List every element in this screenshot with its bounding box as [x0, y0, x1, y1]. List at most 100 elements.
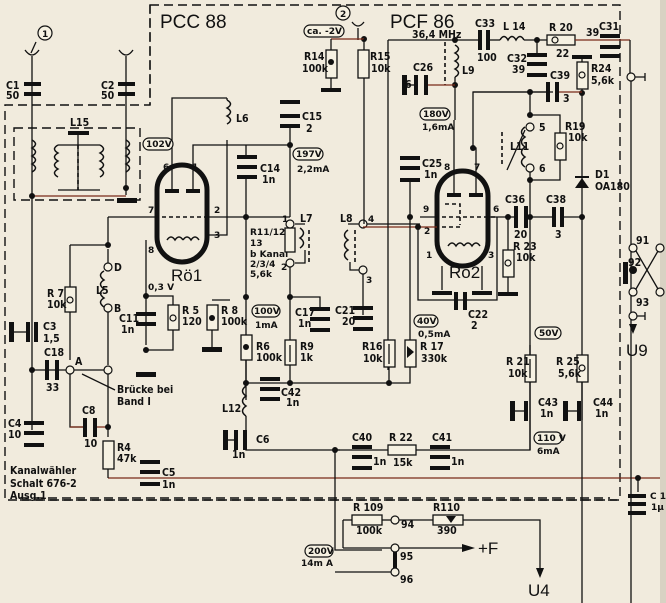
capacitor-c33: C33 100	[475, 18, 497, 64]
resistor-r14: R14 100k	[302, 49, 341, 92]
inductor-l9: L9	[444, 42, 475, 120]
resistor-r16: R16 10k	[362, 339, 411, 384]
svg-text:6: 6	[405, 79, 412, 91]
tube-label-pcf86: PCF 86	[390, 12, 454, 33]
inductor-l8: 4 3 L8	[340, 213, 420, 315]
svg-text:L15: L15	[70, 117, 89, 129]
svg-text:1: 1	[192, 163, 198, 173]
svg-text:ca. -2V: ca. -2V	[307, 27, 342, 37]
svg-text:C40: C40	[352, 432, 373, 444]
terminal-95	[390, 543, 400, 553]
resistor-r9: R9 1k	[284, 339, 314, 383]
svg-text:R 22: R 22	[389, 432, 413, 444]
voltage-badge-110v: 110 V 6mA	[533, 431, 566, 457]
tube-label-pcc88: PCC 88	[160, 12, 227, 33]
svg-text:C22: C22	[468, 309, 488, 321]
inductor-l5: D B L5	[96, 249, 122, 365]
svg-text:6: 6	[539, 163, 546, 175]
svg-text:10: 10	[84, 438, 98, 450]
svg-text:R6: R6	[256, 341, 270, 353]
svg-text:1mA: 1mA	[255, 321, 278, 331]
resistor-r7: R 7 10k	[47, 286, 77, 313]
svg-text:2: 2	[471, 320, 478, 332]
svg-text:6: 6	[493, 205, 499, 215]
svg-text:C21: C21	[335, 305, 355, 317]
svg-text:390: 390	[437, 525, 457, 537]
shield-boundary	[4, 4, 621, 501]
resistor-r110: R110 390	[432, 502, 544, 578]
capacitor-c36: C36 20	[505, 194, 528, 241]
svg-text:96: 96	[400, 574, 414, 586]
capacitor-c11: C11 1n	[119, 312, 156, 336]
svg-text:R16: R16	[362, 341, 383, 353]
capacitor-c38: C38 3	[546, 194, 566, 241]
svg-text:10k: 10k	[47, 299, 67, 311]
svg-text:C26: C26	[413, 62, 434, 74]
svg-text:R 109: R 109	[353, 502, 383, 514]
capacitor-c17: C17 1n	[290, 296, 330, 332]
svg-text:5: 5	[539, 122, 546, 134]
svg-text:8: 8	[148, 246, 154, 256]
svg-text:C31: C31	[599, 21, 619, 33]
capacitor-c31: C31	[599, 21, 620, 58]
svg-text:100k: 100k	[356, 525, 383, 537]
resistor-r109: R 109 100k	[342, 502, 392, 548]
svg-text:L7: L7	[300, 213, 313, 225]
inductor-l14: L 14	[490, 21, 547, 42]
resistor-r24: R24 5,6k	[572, 55, 615, 90]
svg-text:C42: C42	[281, 387, 301, 399]
switch-91-93: 91 92 93	[623, 235, 665, 334]
svg-text:7: 7	[474, 163, 480, 173]
svg-text:R 25: R 25	[556, 356, 580, 368]
svg-text:6: 6	[163, 163, 169, 173]
jumper-95-96	[393, 552, 397, 568]
capacitor-c8: C8 10	[70, 405, 108, 450]
tube-ro2-label: Rö2	[449, 263, 480, 282]
resistor-r5: R 5 120	[146, 304, 202, 351]
svg-text:5,6k: 5,6k	[558, 368, 582, 380]
svg-text:A: A	[75, 356, 83, 368]
test-point	[626, 72, 646, 82]
svg-text:b Kanal: b Kanal	[250, 250, 288, 260]
svg-text:20: 20	[342, 316, 356, 328]
voltage-badge-197v: 197V 2,2mA	[292, 147, 329, 175]
svg-text:2: 2	[281, 263, 287, 273]
svg-text:OA180: OA180	[595, 181, 630, 193]
svg-text:1n: 1n	[595, 408, 608, 420]
svg-text:1k: 1k	[300, 352, 314, 364]
svg-text:13: 13	[250, 239, 263, 249]
svg-text:C44: C44	[593, 397, 614, 409]
svg-text:1n: 1n	[373, 456, 386, 468]
diode-d1: D1 OA180	[575, 169, 630, 193]
capacitor-c32: C32 39	[507, 40, 547, 77]
svg-text:330k: 330k	[421, 353, 448, 365]
svg-text:L9: L9	[462, 65, 475, 77]
svg-text:1n: 1n	[162, 479, 175, 491]
capacitor-c21: C21 20	[335, 305, 373, 331]
capacitor-c43: C43 1n	[510, 397, 558, 421]
svg-text:15k: 15k	[393, 457, 413, 469]
l15-box	[13, 127, 141, 201]
capacitor-c18: C18 33	[44, 347, 64, 394]
arrow-plus-f	[462, 544, 475, 552]
tube-ro1: 6 1 7 2 8 3 Rö1	[148, 97, 290, 285]
svg-text:D: D	[114, 262, 122, 274]
svg-text:C3: C3	[43, 321, 57, 333]
svg-text:R24: R24	[591, 63, 612, 75]
svg-text:10k: 10k	[371, 63, 391, 75]
capacitor-c40: C40 1n	[352, 432, 386, 470]
tube-ro1-label: Rö1	[171, 266, 202, 285]
svg-text:3: 3	[214, 231, 220, 241]
resistor-r8: R 8 100k	[202, 299, 248, 352]
voltage-badge-40v: 40V 0,5mA	[413, 314, 450, 340]
svg-text:50: 50	[6, 90, 20, 102]
svg-text:L12: L12	[222, 403, 241, 415]
svg-text:100V: 100V	[254, 307, 280, 317]
ground-symbol	[136, 372, 156, 377]
svg-text:C39: C39	[550, 70, 570, 82]
svg-text:C38: C38	[546, 194, 566, 206]
svg-text:B: B	[114, 303, 121, 315]
svg-text:3: 3	[488, 251, 494, 261]
voltage-badge-200v: 200V 14m A	[301, 544, 334, 569]
